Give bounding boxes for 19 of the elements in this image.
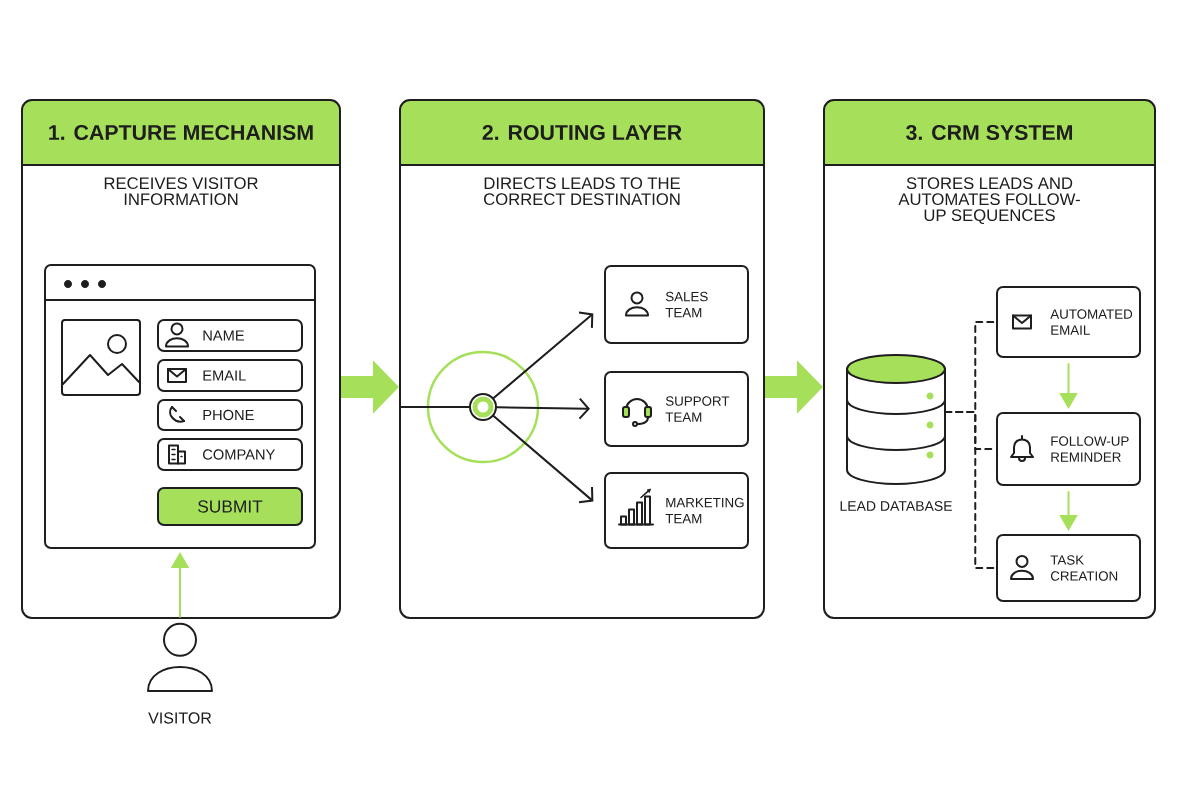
input-field: EMAIL: [157, 359, 303, 392]
connector-line: [399, 406, 470, 408]
arrow: [496, 397, 590, 420]
team-box: SUPPORT TEAM: [604, 371, 749, 447]
connector-line: [944, 411, 997, 569]
input-field: COMPANY: [157, 438, 303, 471]
step-box: TASK CREATION: [996, 534, 1141, 602]
submit-button: SUBMIT: [157, 487, 303, 526]
database-label: LEAD DATABASE: [840, 501, 952, 511]
team-box: SALES TEAM: [604, 265, 749, 344]
arrow: [492, 311, 594, 399]
router-node: [469, 393, 497, 421]
input-field: PHONE: [157, 399, 303, 431]
visitor-label: VISITOR: [148, 712, 212, 724]
step-box: AUTOMATED EMAIL: [996, 286, 1141, 358]
team-box: MARKETING TEAM: [604, 472, 749, 549]
input-field: NAME: [157, 319, 303, 352]
arrow: [492, 415, 594, 504]
step-box: FOLLOW-UP REMINDER: [996, 412, 1141, 486]
